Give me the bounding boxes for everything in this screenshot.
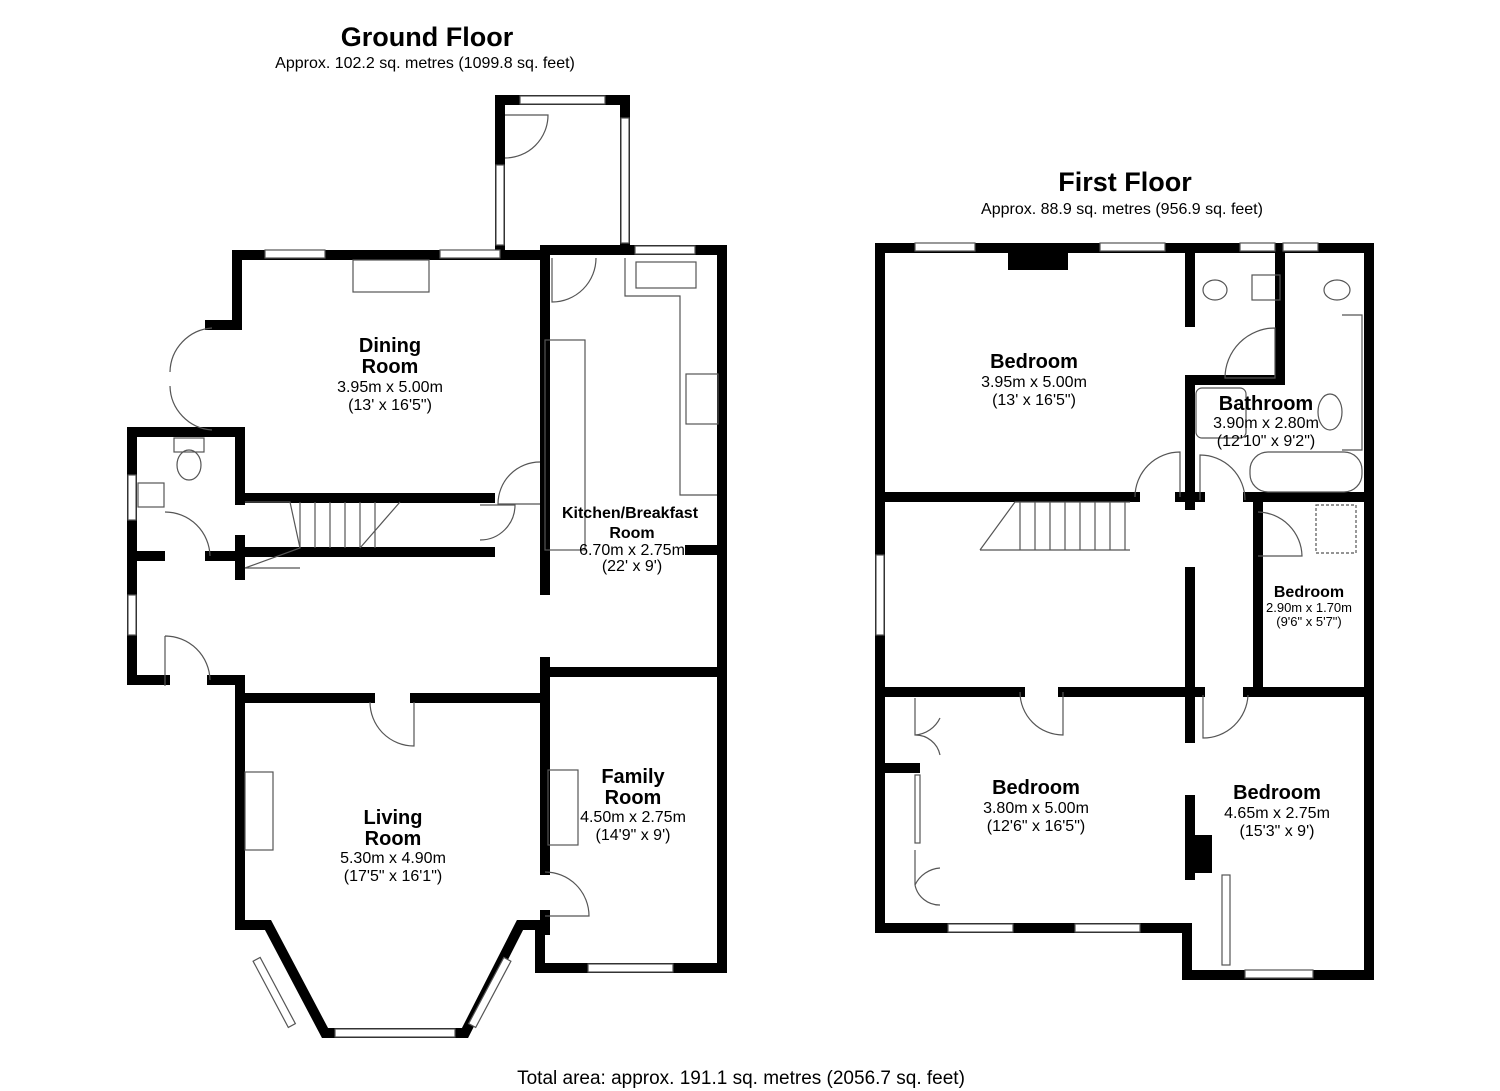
room-dims-metric: 6.70m x 2.75m — [579, 542, 685, 559]
first-floor-fixtures — [875, 242, 1363, 979]
room-name: Bedroom — [1274, 584, 1344, 601]
room-name: Dining — [359, 335, 421, 357]
first-floor-title: First Floor — [1058, 167, 1192, 197]
room-dims-imperial: (17'5" x 16'1") — [344, 868, 442, 885]
room-name: Room — [362, 356, 419, 378]
ground-floor-title: Ground Floor — [341, 22, 514, 52]
room-dims-imperial: (9'6" x 5'7") — [1276, 614, 1342, 629]
room-dims-imperial: (22' x 9') — [602, 558, 662, 575]
ground-floor-fixtures — [127, 95, 719, 1038]
room-name: Bedroom — [992, 777, 1080, 799]
room-name: Room — [605, 787, 662, 809]
room-dims-metric: 2.90m x 1.70m — [1266, 600, 1352, 615]
room-name: Family — [601, 766, 665, 788]
room-dims-metric: 3.95m x 5.00m — [981, 374, 1087, 391]
room-dims-imperial: (13' x 16'5") — [348, 397, 432, 414]
room-name: Room — [365, 828, 422, 850]
room-name: Room — [609, 525, 654, 542]
room-dims-metric: 3.90m x 2.80m — [1213, 415, 1319, 432]
room-dims-imperial: (13' x 16'5") — [992, 392, 1076, 409]
room-dims-imperial: (12'10" x 9'2") — [1217, 433, 1315, 450]
room-dims-metric: 4.65m x 2.75m — [1224, 805, 1330, 822]
room-name: Bedroom — [990, 351, 1078, 373]
room-dims-metric: 3.80m x 5.00m — [983, 800, 1089, 817]
total-area: Total area: approx. 191.1 sq. metres (20… — [517, 1068, 965, 1089]
room-dims-metric: 5.30m x 4.90m — [340, 850, 446, 867]
first-floor-area: Approx. 88.9 sq. metres (956.9 sq. feet) — [981, 201, 1263, 218]
ground-floor-area: Approx. 102.2 sq. metres (1099.8 sq. fee… — [275, 55, 575, 72]
room-dims-metric: 3.95m x 5.00m — [337, 379, 443, 396]
room-dims-imperial: (15'3" x 9') — [1240, 823, 1315, 840]
ground-floor-walls — [127, 95, 727, 1038]
room-dims-metric: 4.50m x 2.75m — [580, 809, 686, 826]
room-dims-imperial: (12'6" x 16'5") — [987, 818, 1085, 835]
room-dims-imperial: (14'9" x 9') — [596, 827, 671, 844]
room-name: Living — [364, 807, 423, 829]
room-name: Bedroom — [1233, 782, 1321, 804]
first-floor-walls — [875, 243, 1374, 980]
room-name: Bathroom — [1219, 393, 1313, 415]
room-name: Kitchen/Breakfast — [562, 505, 699, 522]
